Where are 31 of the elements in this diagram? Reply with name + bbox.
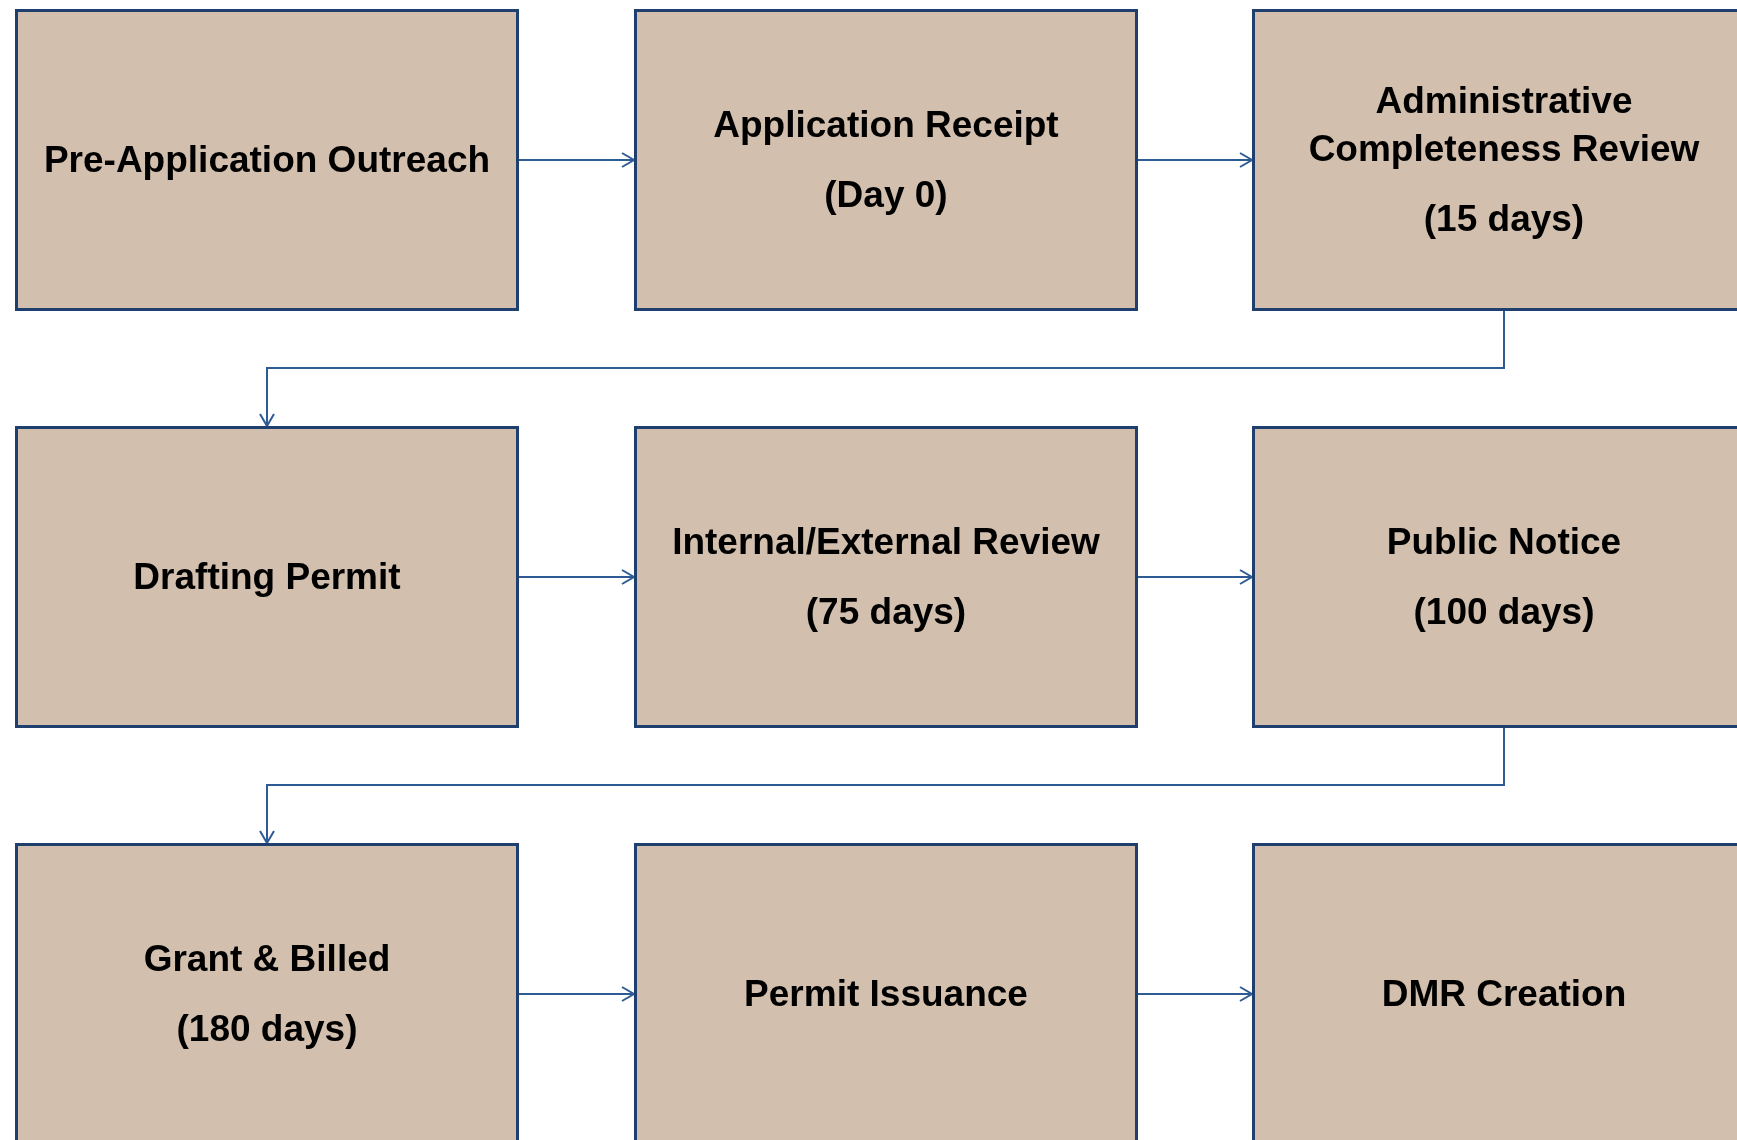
step-title: Internal/External Review [672, 519, 1100, 564]
arrow [259, 727, 1505, 844]
arrow [518, 152, 635, 168]
process-box [634, 9, 1138, 311]
process-box [634, 843, 1138, 1140]
arrow [518, 986, 635, 1002]
process-box [1252, 9, 1737, 311]
step-duration: (100 days) [1413, 590, 1595, 634]
step-title: Drafting Permit [133, 554, 401, 599]
step-duration: (75 days) [805, 590, 967, 634]
step-title: Pre-Application Outreach [43, 137, 491, 182]
step-title: Application Receipt [713, 102, 1059, 147]
step-title: Administrative Completeness Review [1307, 78, 1701, 171]
process-box [15, 426, 519, 728]
arrow [259, 310, 1505, 427]
arrow [1137, 986, 1253, 1002]
step-duration: (15 days) [1423, 197, 1585, 242]
step-title: Grant & Billed [143, 936, 391, 981]
process-box [1252, 426, 1737, 728]
arrow [1137, 152, 1253, 168]
step-title: Public Notice [1386, 519, 1622, 564]
step-title: Permit Issuance [744, 971, 1028, 1016]
step-title: DMR Creation [1381, 971, 1627, 1016]
arrow [1137, 569, 1253, 585]
process-box [1252, 843, 1737, 1140]
step-duration: (Day 0) [824, 173, 948, 217]
process-box [15, 843, 519, 1140]
process-box [634, 426, 1138, 728]
arrow [518, 569, 635, 585]
process-box [15, 9, 519, 311]
step-duration: (180 days) [176, 1007, 358, 1051]
